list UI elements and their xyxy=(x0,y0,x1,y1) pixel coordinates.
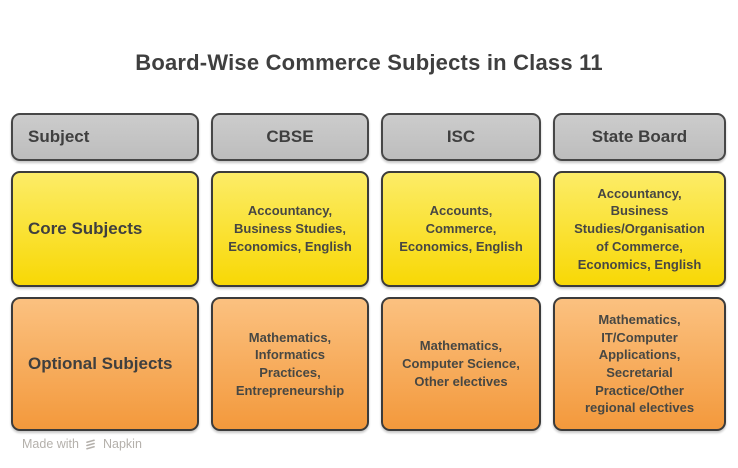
cell-core-cbse: Accountancy, Business Studies, Economics… xyxy=(211,171,369,287)
row-label-optional-subjects: Optional Subjects xyxy=(11,297,199,431)
page-title: Board-Wise Commerce Subjects in Class 11 xyxy=(135,50,603,75)
cell-core-state-board: Accountancy, Business Studies/Organisati… xyxy=(553,171,726,287)
made-with-text: Made with xyxy=(22,437,79,451)
cell-optional-cbse: Mathematics, Informatics Practices, Entr… xyxy=(211,297,369,431)
cell-optional-isc: Mathematics, Computer Science, Other ele… xyxy=(381,297,541,431)
cell-core-isc: Accounts, Commerce, Economics, English xyxy=(381,171,541,287)
header-subject: Subject xyxy=(11,113,199,161)
header-state-board: State Board xyxy=(553,113,726,161)
subjects-table: Subject CBSE ISC State Board Core Subjec… xyxy=(11,113,726,431)
cell-optional-state-board: Mathematics, IT/Computer Applications, S… xyxy=(553,297,726,431)
header-isc: ISC xyxy=(381,113,541,161)
header-cbse: CBSE xyxy=(211,113,369,161)
made-with-napkin-credit: Made with Napkin xyxy=(22,437,142,451)
napkin-logo-icon xyxy=(84,437,98,451)
row-label-core-subjects: Core Subjects xyxy=(11,171,199,287)
napkin-brand-text: Napkin xyxy=(102,437,142,451)
